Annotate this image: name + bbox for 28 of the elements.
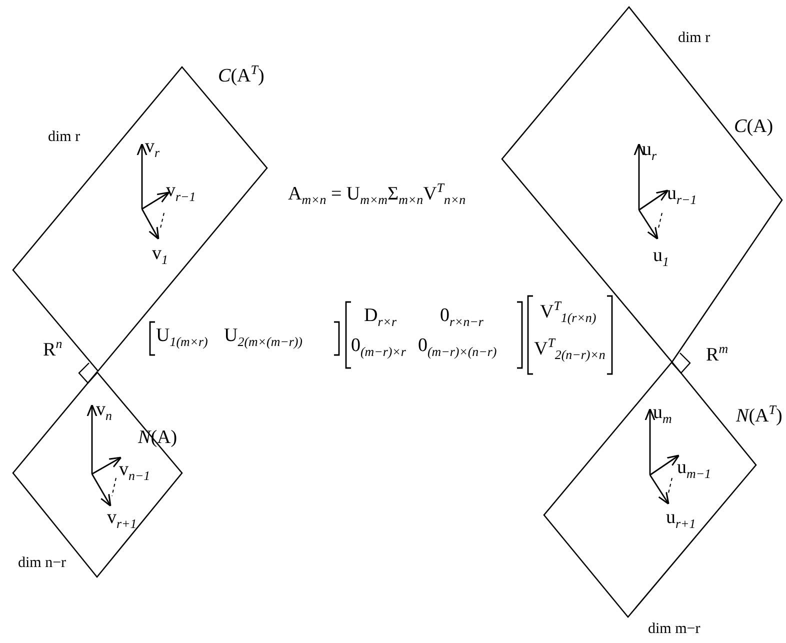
vector-label: v$_{1}$: [152, 244, 168, 267]
space-label: R$^{n}$: [43, 338, 62, 360]
vector-label: v$_{n}$: [96, 400, 112, 423]
dimension-label: dim r: [678, 31, 710, 46]
matrix-entry: 0$_{r×n−r}$: [440, 306, 484, 329]
vector-label: u$_{m−1}$: [677, 458, 711, 481]
matrix-entry: U$_{2(m×(m−r))}$: [224, 326, 302, 349]
vector-label: u$_{r−1}$: [667, 184, 697, 207]
subspace-label: N(A$^{T}$): [736, 404, 782, 426]
matrix-entry: 0$_{(m−r)×(n−r)}$: [418, 336, 497, 359]
subspace-label: N(A): [138, 428, 178, 447]
dimension-label: dim n−r: [18, 556, 66, 571]
matrix-entry: U$_{1(m×r)}$: [156, 326, 208, 349]
space-label: R$^{m}$: [706, 343, 728, 364]
vector-label: u$_{r+1}$: [666, 508, 696, 531]
matrix-entry: 0$_{(m−r)×r}$: [351, 336, 406, 359]
vector-label: v$_{r+1}$: [107, 508, 137, 531]
dimension-label: dim m−r: [648, 622, 700, 637]
vector-label: v$_{r−1}$: [166, 181, 196, 204]
subspace-label: C(A$^{T}$): [218, 64, 264, 86]
matrix-entry: D$_{r×r}$: [364, 306, 396, 329]
subspace-label: C(A): [734, 117, 774, 136]
vector-label: u$_{1}$: [653, 246, 669, 269]
dimension-label: dim r: [48, 130, 80, 145]
vector-label: u$_{m}$: [653, 403, 672, 426]
vector-label: u$_{r}$: [642, 140, 657, 163]
vector-label: v$_{n−1}$: [119, 460, 150, 483]
vector-label: v$_{r}$: [145, 137, 160, 160]
